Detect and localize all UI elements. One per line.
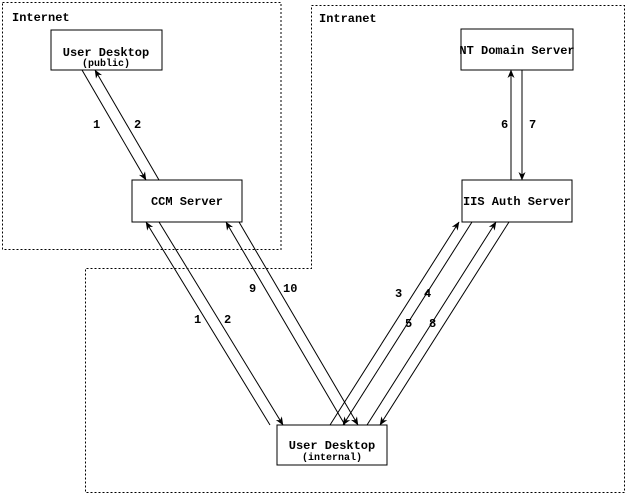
internet-region-label: Internet [12, 11, 70, 25]
edge-label-7: 7 [529, 118, 536, 132]
intranet-region-label: Intranet [319, 12, 377, 26]
edge-label-3: 3 [395, 287, 402, 301]
node-iis-auth-server-title: IIS Auth Server [463, 195, 571, 209]
edge-label-1-bottom: 1 [194, 313, 201, 327]
intranet-region-border [85, 5, 625, 493]
edge-line-4-iis-to-internal [342, 221, 473, 426]
edge-label-2-bottom: 2 [224, 313, 231, 327]
node-ccm-server-box [131, 179, 243, 223]
edge-label-10: 10 [283, 282, 297, 296]
node-user-desktop-public-title: User Desktop [63, 46, 149, 60]
node-user-desktop-public-box [50, 29, 163, 71]
edge-line-5-internal-to-iis [366, 221, 497, 426]
edge-line-8-iis-to-internal [379, 221, 510, 426]
edge-label-8: 8 [429, 317, 436, 331]
edge-label-6: 6 [501, 118, 508, 132]
edge-label-9: 9 [249, 282, 256, 296]
node-iis-auth-server-box [461, 179, 573, 223]
node-user-desktop-internal-box [276, 424, 388, 466]
node-user-desktop-public-subtitle: (public) [82, 58, 130, 70]
node-user-desktop-internal-subtitle: (internal) [302, 452, 362, 464]
node-iis-auth-server: IIS Auth Server [461, 179, 573, 223]
edge-line-1-public-to-ccm [81, 69, 147, 181]
internet-region-border [2, 2, 282, 250]
edge-label-5: 5 [405, 317, 412, 331]
edge-line-10-ccm-to-internal [238, 221, 359, 426]
node-nt-domain-server-box [460, 28, 574, 71]
node-ccm-server: CCM Server [131, 179, 243, 223]
edge-line-2-ccm-to-public [94, 69, 160, 181]
edge-label-2-top: 2 [134, 118, 141, 132]
edge-label-4: 4 [424, 287, 431, 301]
node-user-desktop-internal: User Desktop (internal) [276, 424, 388, 466]
edge-label-1-top: 1 [93, 118, 100, 132]
edge-line-3-internal-to-iis [329, 221, 460, 426]
edge-line-1-internal-to-ccm [145, 221, 271, 426]
node-user-desktop-internal-title: User Desktop [289, 439, 375, 453]
edge-line-9-internal-to-ccm [225, 221, 346, 426]
node-nt-domain-server-title: NT Domain Server [459, 44, 574, 58]
node-nt-domain-server: NT Domain Server [459, 28, 575, 71]
node-ccm-server-title: CCM Server [151, 195, 223, 209]
edge-line-2-ccm-to-internal [158, 221, 284, 426]
node-user-desktop-public: User Desktop (public) [50, 29, 163, 71]
